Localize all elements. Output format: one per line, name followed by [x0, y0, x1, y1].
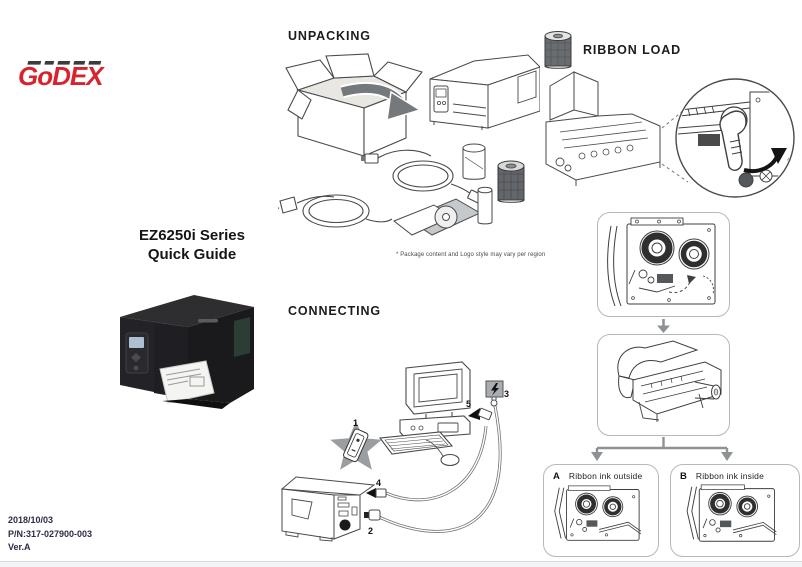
connection-cables	[378, 405, 502, 533]
ribbon-ink-outside-panel: A Ribbon ink outside	[543, 464, 659, 557]
printer-label-output	[159, 360, 215, 404]
step-4-label: 4	[376, 478, 381, 488]
option-a-label: Ribbon ink outside	[568, 471, 643, 481]
usb-to-printer-connector	[366, 488, 387, 498]
product-title-line1: EZ6250i Series	[139, 227, 245, 244]
printer-lcd	[129, 337, 144, 348]
ribbon-load-illustration	[545, 71, 795, 198]
step-3-label: 3	[504, 389, 509, 399]
printer-rear-illustration	[280, 476, 376, 542]
printhead-latch-detail	[675, 78, 795, 198]
document-version: Ver.A	[8, 542, 31, 552]
package-footnote: * Package content and Logo style may var…	[396, 252, 546, 258]
step-down-arrow	[657, 319, 670, 333]
power-switch-star	[330, 421, 382, 470]
connecting-illustration: 1 3 5	[280, 361, 509, 542]
printer-open-illustration	[545, 71, 661, 186]
ribbon-path-diagram	[607, 217, 716, 307]
power-outlet-icon	[485, 380, 504, 407]
printer-product-photo	[120, 295, 254, 409]
ribbon-installed-diagram	[617, 340, 722, 422]
unpacking-illustration	[278, 53, 540, 236]
ribbon-roll-icon	[544, 31, 572, 69]
unpacking-heading: UNPACKING	[288, 29, 371, 43]
option-a-key: A	[553, 471, 560, 482]
power-to-printer-connector	[364, 509, 381, 521]
ribbon-ink-outside-diagram	[552, 483, 650, 545]
page-bottom-bar	[0, 561, 802, 567]
ribbon-path-panel	[597, 212, 730, 317]
godex-logo-accent-bars	[27, 61, 102, 65]
ribbon-installed-panel	[597, 334, 730, 436]
media-roll-illustration	[462, 143, 486, 180]
product-title: EZ6250i Series Quick Guide	[112, 226, 272, 264]
step-2-label: 2	[368, 526, 373, 536]
unpack-arrow	[340, 81, 422, 122]
ribbon-core-illustration	[477, 186, 493, 225]
option-b-key: B	[680, 471, 687, 482]
magnifier-callout-lines	[661, 109, 689, 183]
option-b-label: Ribbon ink inside	[695, 471, 765, 481]
document-info: 2018/10/03 P/N:317-027900-003 Ver.A	[8, 514, 92, 555]
power-cable-illustration	[278, 194, 393, 228]
cd-sleeve-illustration	[393, 198, 482, 236]
ribbon-ink-inside-diagram	[684, 483, 786, 545]
step-5-label: 5	[466, 399, 471, 409]
step-1-label: 1	[353, 418, 358, 428]
godex-logo-text: GoDEX	[18, 61, 105, 91]
branch-connector-arrows	[591, 437, 733, 461]
ribbon-roll-illustration	[497, 160, 525, 203]
usb-to-pc-connector	[468, 407, 493, 421]
ribbon-ink-inside-panel: B Ribbon ink inside	[670, 464, 800, 557]
godex-logo: GoDEX	[18, 61, 106, 91]
printer-line-art	[429, 54, 540, 130]
document-part-number: P/N:317-027900-003	[8, 528, 93, 539]
connecting-heading: CONNECTING	[288, 304, 382, 318]
document-date: 2018/10/03	[8, 515, 54, 525]
product-title-line2: Quick Guide	[147, 246, 237, 263]
computer-illustration	[378, 361, 471, 467]
ribbon-load-heading: RIBBON LOAD	[583, 43, 682, 57]
